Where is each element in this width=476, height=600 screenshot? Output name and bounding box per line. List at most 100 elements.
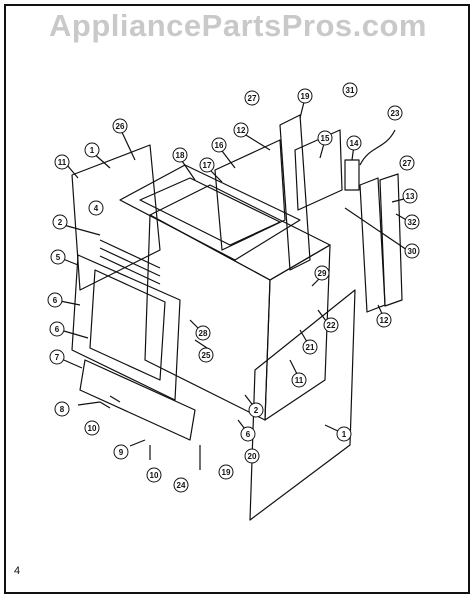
svg-text:17: 17 — [203, 161, 212, 170]
svg-text:1: 1 — [342, 430, 347, 439]
svg-text:12: 12 — [237, 126, 246, 135]
callout-20: 20 — [244, 448, 260, 464]
svg-text:27: 27 — [248, 94, 257, 103]
svg-text:18: 18 — [176, 151, 185, 160]
callout-21: 21 — [302, 339, 318, 355]
rack-line — [99, 247, 161, 277]
svg-text:10: 10 — [150, 471, 159, 480]
callout-23: 23 — [387, 105, 403, 121]
callout-2: 2 — [52, 214, 68, 230]
callout-6b: 6 — [49, 321, 65, 337]
page-number: 4 — [14, 565, 21, 577]
callout-6c: 6 — [240, 426, 256, 442]
svg-text:2: 2 — [58, 218, 63, 227]
door-frame — [71, 254, 181, 401]
callout-11b: 11 — [291, 372, 307, 388]
callout-29: 29 — [314, 265, 330, 281]
svg-text:6: 6 — [246, 430, 251, 439]
callout-6: 6 — [47, 292, 63, 308]
svg-text:24: 24 — [177, 481, 186, 490]
rear-channel-far — [379, 173, 403, 307]
svg-text:26: 26 — [116, 122, 125, 131]
callout-19: 19 — [297, 88, 313, 104]
cabinet-top — [149, 184, 331, 281]
switch-part — [344, 159, 360, 191]
svg-text:6: 6 — [55, 325, 60, 334]
callouts: 1 1 2 2 4 5 6 6 6 7 8 9 10 10 11 11 12 1… — [47, 82, 420, 493]
svg-text:4: 4 — [94, 204, 99, 213]
callout-12: 12 — [233, 122, 249, 138]
callout-12b: 12 — [376, 312, 392, 328]
top-panel — [119, 164, 301, 261]
svg-text:19: 19 — [222, 468, 231, 477]
rack-line — [99, 239, 161, 269]
screw — [109, 395, 121, 403]
svg-text:7: 7 — [55, 353, 60, 362]
svg-text:20: 20 — [248, 452, 257, 461]
callout-1: 1 — [84, 142, 100, 158]
callout-7: 7 — [49, 349, 65, 365]
svg-text:31: 31 — [346, 86, 355, 95]
callout-10: 10 — [84, 420, 100, 436]
callout-25: 25 — [198, 347, 214, 363]
svg-text:28: 28 — [199, 329, 208, 338]
svg-text:30: 30 — [408, 247, 417, 256]
callout-8: 8 — [54, 401, 70, 417]
right-side-panel — [249, 289, 356, 521]
callout-9: 9 — [113, 444, 129, 460]
svg-text:29: 29 — [318, 269, 327, 278]
svg-text:12: 12 — [380, 316, 389, 325]
callout-27: 27 — [244, 90, 260, 106]
callout-24: 24 — [173, 477, 189, 493]
svg-text:16: 16 — [215, 141, 224, 150]
rear-channel-left — [279, 114, 311, 271]
callout-27b: 27 — [399, 155, 415, 171]
back-panel — [214, 139, 286, 251]
callout-28: 28 — [195, 325, 211, 341]
callout-10b: 10 — [146, 467, 162, 483]
callout-14: 14 — [346, 135, 362, 151]
callout-18: 18 — [172, 147, 188, 163]
callout-15: 15 — [317, 130, 333, 146]
callout-11: 11 — [54, 154, 70, 170]
svg-text:8: 8 — [60, 405, 65, 414]
svg-text:10: 10 — [88, 424, 97, 433]
svg-text:14: 14 — [350, 139, 359, 148]
callout-32: 32 — [404, 214, 420, 230]
svg-text:9: 9 — [119, 448, 124, 457]
callout-30: 30 — [404, 243, 420, 259]
callout-4: 4 — [88, 200, 104, 216]
callout-22: 22 — [323, 317, 339, 333]
svg-text:32: 32 — [408, 218, 417, 227]
callout-13: 13 — [402, 188, 418, 204]
callout-31: 31 — [342, 82, 358, 98]
screw — [99, 401, 111, 409]
svg-text:15: 15 — [321, 134, 330, 143]
svg-text:25: 25 — [202, 351, 211, 360]
svg-text:22: 22 — [327, 321, 336, 330]
svg-text:13: 13 — [406, 192, 415, 201]
svg-text:5: 5 — [56, 253, 61, 262]
svg-text:27: 27 — [403, 159, 412, 168]
callout-19b: 19 — [218, 464, 234, 480]
door-window — [89, 269, 166, 381]
callout-16: 16 — [211, 137, 227, 153]
svg-text:11: 11 — [295, 376, 304, 385]
svg-text:23: 23 — [391, 109, 400, 118]
svg-text:2: 2 — [254, 406, 259, 415]
callout-5: 5 — [50, 249, 66, 265]
svg-text:1: 1 — [90, 146, 95, 155]
svg-text:21: 21 — [306, 343, 315, 352]
callout-17: 17 — [199, 157, 215, 173]
rack-line — [99, 255, 161, 285]
top-panel-inner — [139, 177, 281, 246]
watermark: AppliancePartsPros.com — [49, 8, 427, 43]
wire-harness — [359, 129, 396, 166]
callout-2b: 2 — [248, 402, 264, 418]
diagram-frame — [4, 4, 470, 594]
svg-text:6: 6 — [53, 296, 58, 305]
svg-text:19: 19 — [301, 92, 310, 101]
bottom-trim — [79, 359, 196, 441]
left-side-panel — [71, 144, 161, 291]
